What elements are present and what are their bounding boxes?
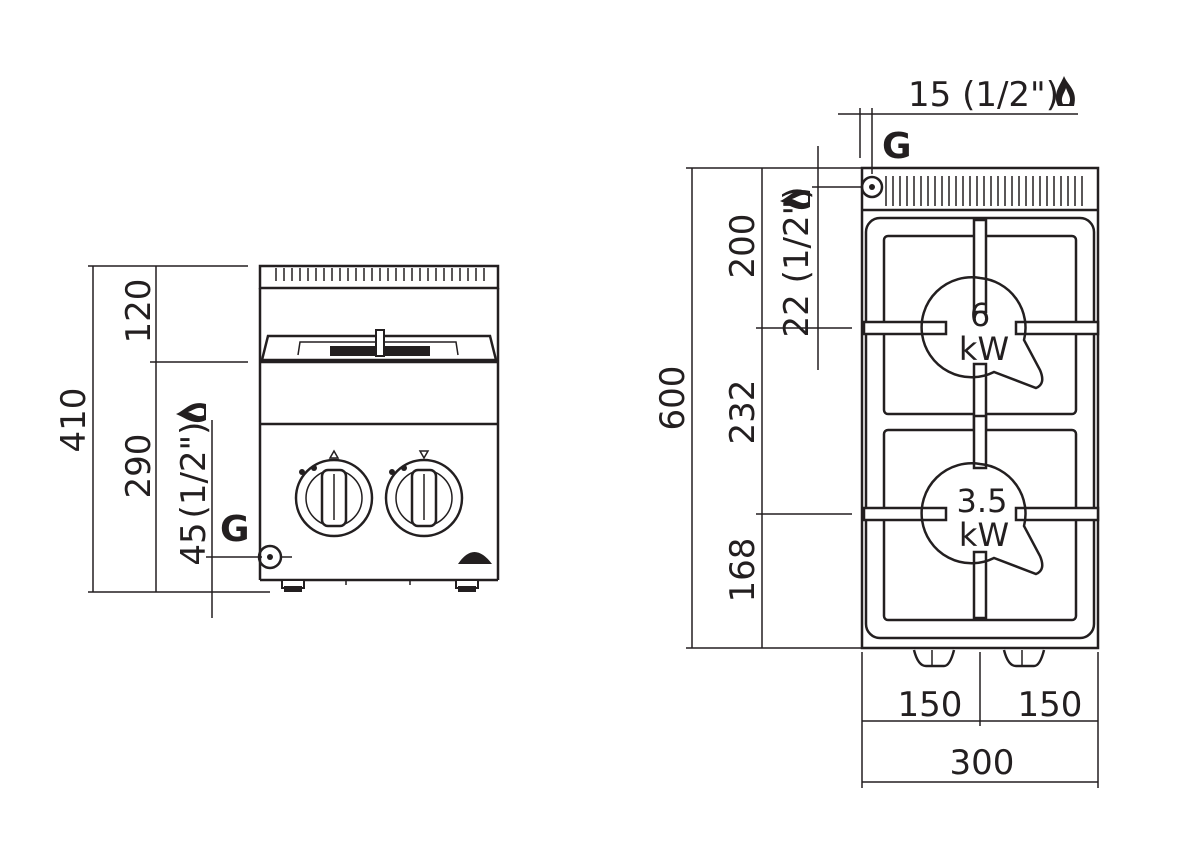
- front-dim-total-height: 410: [54, 388, 94, 453]
- top-dim-gas-inlet-side: 15 (1/2"): [908, 75, 1059, 115]
- pan-support-front: [862, 414, 1100, 622]
- front-view: 410 120 290 45 (1/2") G: [54, 264, 500, 618]
- front-gas-connection-label: G: [220, 509, 250, 550]
- top-dim-width: 300: [950, 743, 1015, 783]
- top-dim-to-first-burner: 200: [723, 214, 763, 279]
- top-gas-inlet-fitting: [860, 175, 884, 199]
- gas-flame-icon: [780, 190, 810, 210]
- top-gas-connection-label: G: [882, 126, 912, 167]
- top-dim-half-right: 150: [1018, 685, 1083, 725]
- front-dim-gas-inlet-height: 45: [174, 522, 214, 565]
- top-dim-to-front: 168: [723, 538, 763, 603]
- front-gas-inlet-fitting: [257, 544, 292, 570]
- burner-rear-power: 6: [970, 296, 990, 334]
- burner-front-unit: kW: [959, 516, 1009, 554]
- front-logo-badge: [458, 552, 492, 564]
- front-gas-thread-label: (1/2"): [174, 422, 214, 519]
- front-dimension-lines: [88, 265, 270, 618]
- top-dim-between-burners: 232: [723, 380, 763, 445]
- top-dim-gas-inlet-depth: 22 (1/2"): [777, 187, 817, 338]
- top-appliance-body: 6 kW 3.5 kW: [860, 166, 1100, 668]
- burner-rear: 6 kW: [920, 276, 1044, 390]
- gas-flame-icon: [176, 403, 206, 423]
- front-dim-top-section: 120: [119, 279, 159, 344]
- top-view: 600 200 232 168 22 (1/2") 15 (1/2") G 15…: [653, 75, 1100, 788]
- front-top-vent: [275, 268, 485, 281]
- pan-support-rear: [862, 218, 1100, 432]
- burner-rear-unit: kW: [959, 330, 1009, 368]
- gas-flame-icon: [1055, 76, 1075, 106]
- front-grate: [260, 329, 498, 364]
- front-control-knob-left: [294, 449, 374, 538]
- burner-front-power: 3.5: [957, 482, 1008, 520]
- top-dimension-lines: [686, 108, 1099, 788]
- front-control-knob-right: [384, 450, 464, 538]
- top-dim-depth: 600: [653, 366, 693, 431]
- top-knobs: [912, 649, 1046, 668]
- top-dim-half-left: 150: [898, 685, 963, 725]
- front-feet: [281, 579, 479, 592]
- burner-front: 3.5 kW: [920, 462, 1044, 576]
- front-appliance-body: [257, 264, 500, 592]
- front-dim-lower-section: 290: [119, 434, 159, 499]
- top-rear-vent: [862, 176, 1098, 212]
